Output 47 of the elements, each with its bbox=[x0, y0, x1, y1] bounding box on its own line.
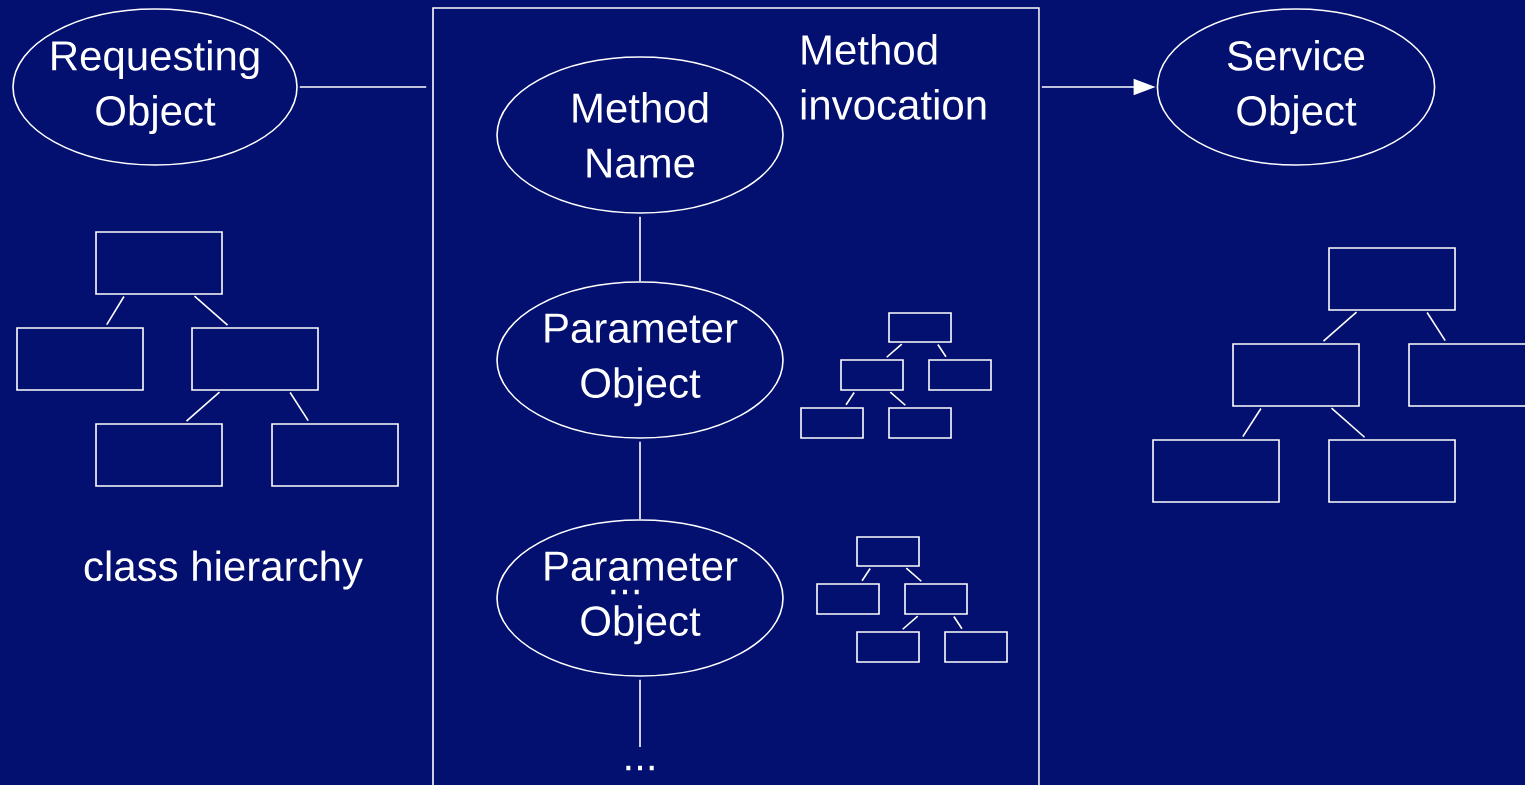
connector bbox=[889, 391, 907, 407]
connector bbox=[105, 295, 125, 326]
ellipsis: ... bbox=[626, 765, 654, 771]
connector bbox=[1322, 311, 1358, 343]
oval: Parameter Object bbox=[496, 281, 784, 439]
connector bbox=[861, 567, 871, 582]
caption: class hierarchy bbox=[84, 550, 363, 590]
connector bbox=[953, 615, 963, 630]
class-box bbox=[856, 536, 920, 567]
class-box bbox=[928, 359, 992, 391]
connector bbox=[1426, 311, 1446, 342]
class-box bbox=[888, 407, 952, 439]
connector bbox=[193, 295, 229, 327]
connector bbox=[185, 391, 221, 423]
connector bbox=[845, 391, 855, 406]
class-box bbox=[271, 423, 399, 487]
class-box bbox=[191, 327, 319, 391]
connector bbox=[289, 391, 309, 422]
connector bbox=[639, 441, 641, 520]
oval: Method Name bbox=[496, 56, 784, 214]
class-box bbox=[1408, 343, 1525, 407]
oval: Service Object bbox=[1156, 8, 1436, 166]
connector bbox=[901, 615, 919, 631]
connector bbox=[299, 86, 427, 88]
oval: Requesting Object bbox=[12, 8, 298, 166]
connector bbox=[1330, 407, 1366, 439]
class-box bbox=[95, 423, 223, 487]
class-box bbox=[856, 631, 920, 663]
class-box bbox=[1328, 247, 1456, 311]
connector bbox=[905, 567, 923, 583]
class-box bbox=[1232, 343, 1360, 407]
connector bbox=[1242, 407, 1262, 438]
connector bbox=[639, 679, 641, 748]
class-box bbox=[1152, 439, 1280, 503]
ellipsis: ... bbox=[611, 589, 639, 595]
class-box bbox=[816, 583, 880, 615]
connector bbox=[885, 343, 903, 359]
class-box bbox=[16, 327, 144, 391]
class-box bbox=[95, 231, 223, 295]
connector bbox=[937, 343, 947, 358]
class-box bbox=[1328, 439, 1456, 503]
class-box bbox=[944, 631, 1008, 663]
class-box bbox=[904, 583, 968, 615]
connector bbox=[639, 216, 641, 282]
class-box bbox=[800, 407, 864, 439]
class-box bbox=[888, 312, 952, 343]
class-box bbox=[840, 359, 904, 391]
